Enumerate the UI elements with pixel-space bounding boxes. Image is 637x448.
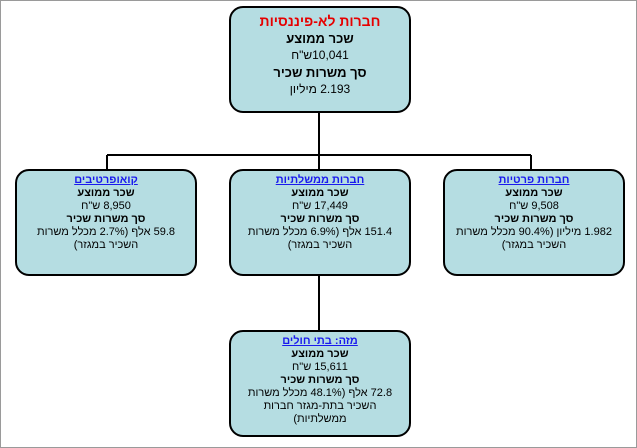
- root-node-nonfinancial: חברות לא-פיננסיות שכר ממוצע 10,041ש"ח סך…: [229, 6, 411, 113]
- government-jobs-label: סך משרות שכיר: [280, 213, 360, 225]
- hospitals-wage-value: 15,611 ש"ח: [292, 361, 348, 373]
- private-title-link[interactable]: חברות פרטיות: [498, 174, 570, 186]
- hospitals-title-link[interactable]: מזה: בתי חולים: [282, 335, 358, 347]
- private-jobs-label: סך משרות שכיר: [494, 213, 574, 225]
- hospitals-wage-label: שכר ממוצע: [291, 348, 349, 360]
- hospitals-jobs-value-2: השכיר בתת-מגזר חברות: [263, 400, 377, 412]
- government-wage-value: 17,449 ש"ח: [292, 200, 348, 212]
- node-private: חברות פרטיות שכר ממוצע 9,508 ש"ח סך משרו…: [443, 169, 625, 276]
- cooperatives-jobs-value-2: השכיר במגזר): [73, 239, 139, 251]
- hospitals-jobs-value-1: 72.8 אלף (48.1% מכלל משרות: [247, 387, 393, 399]
- node-hospitals: מזה: בתי חולים שכר ממוצע 15,611 ש"ח סך מ…: [229, 330, 411, 437]
- root-wage-label: שכר ממוצע: [286, 31, 354, 46]
- node-cooperatives: קואופרטיבים שכר ממוצע 8,950 ש"ח סך משרות…: [15, 169, 197, 276]
- hospitals-jobs-label: סך משרות שכיר: [280, 374, 360, 386]
- cooperatives-title-link[interactable]: קואופרטיבים: [74, 174, 138, 186]
- root-title: חברות לא-פיננסיות: [259, 13, 381, 29]
- cooperatives-wage-value: 8,950 ש"ח: [81, 200, 131, 212]
- private-wage-value: 9,508 ש"ח: [509, 200, 559, 212]
- hospitals-jobs-value-3: ממשלתיות): [293, 413, 347, 425]
- private-wage-label: שכר ממוצע: [505, 187, 563, 199]
- cooperatives-jobs-value-1: 59.8 אלף (2.7% מכלל משרות: [36, 226, 176, 238]
- government-wage-label: שכר ממוצע: [291, 187, 349, 199]
- node-government: חברות ממשלתיות שכר ממוצע 17,449 ש"ח סך מ…: [229, 169, 411, 276]
- government-jobs-value-1: 151.4 אלף (6.9% מכלל משרות: [247, 226, 393, 238]
- private-jobs-value-2: השכיר במגזר): [501, 239, 567, 251]
- root-jobs-value: 2.193 מיליון: [289, 82, 351, 96]
- root-wage-value: 10,041ש"ח: [291, 48, 349, 62]
- root-jobs-label: סך משרות שכיר: [273, 65, 367, 80]
- government-title-link[interactable]: חברות ממשלתיות: [275, 174, 365, 186]
- cooperatives-jobs-label: סך משרות שכיר: [66, 213, 146, 225]
- cooperatives-wage-label: שכר ממוצע: [77, 187, 135, 199]
- government-jobs-value-2: השכיר במגזר): [287, 239, 353, 251]
- private-jobs-value-1: 1.982 מיליון (90.4% מכלל משרות: [456, 226, 612, 238]
